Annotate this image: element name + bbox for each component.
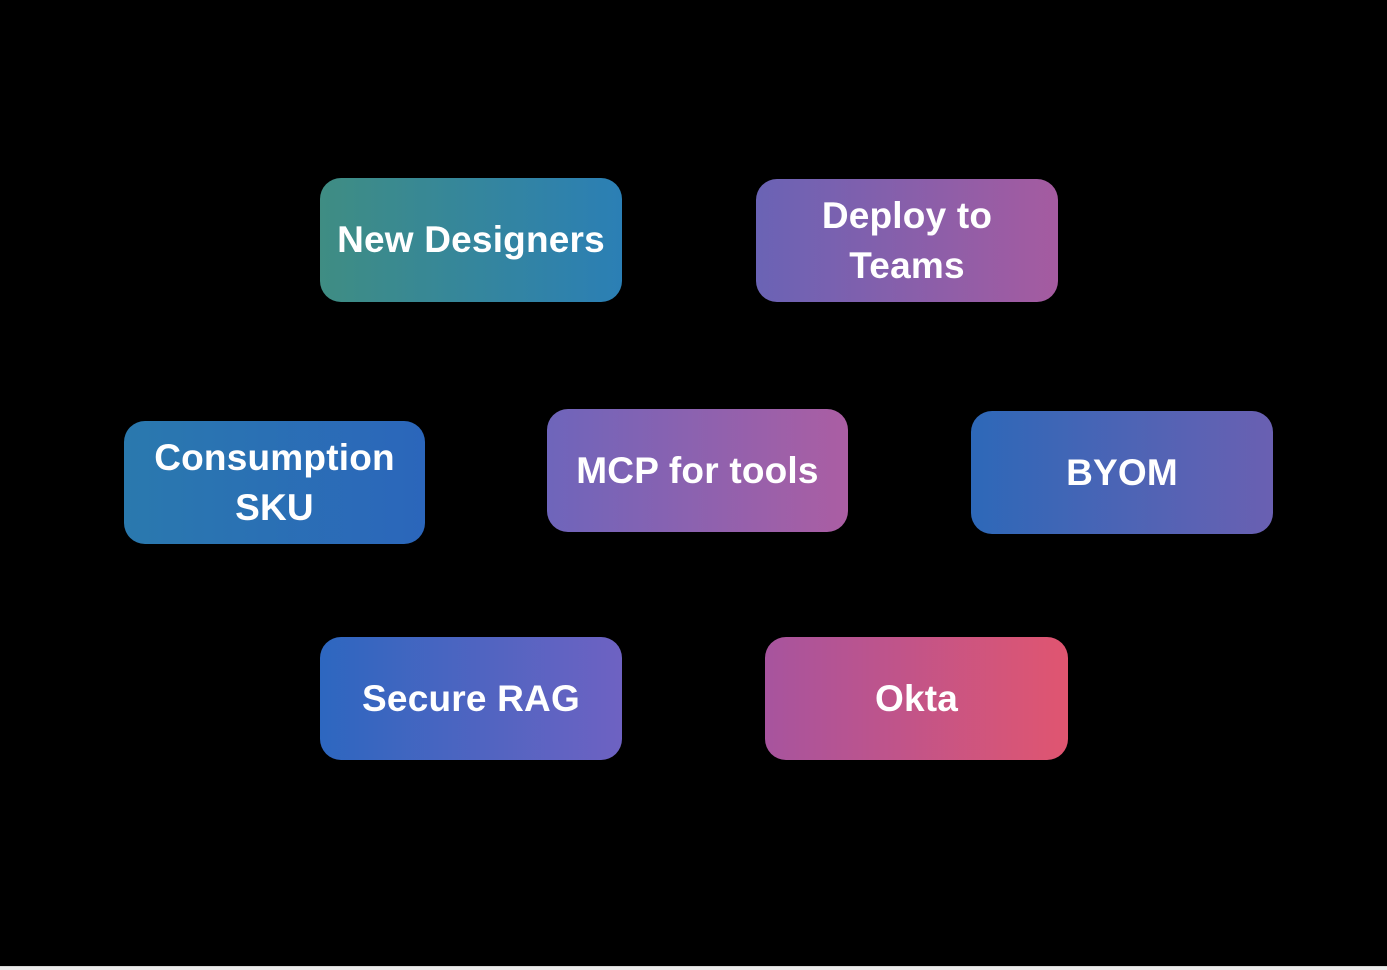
card-label: MCP for tools	[576, 449, 819, 491]
card-consumption-sku[interactable]: Consumption SKU	[124, 421, 425, 544]
card-label: Consumption SKU	[154, 436, 395, 528]
card-label: BYOM	[1066, 451, 1178, 493]
bottom-edge-strip	[0, 966, 1387, 970]
card-label: Okta	[874, 677, 959, 719]
card-byom[interactable]: BYOM	[971, 411, 1273, 534]
card-okta[interactable]: Okta	[765, 637, 1068, 760]
card-secure-rag[interactable]: Secure RAG	[320, 637, 622, 760]
card-deploy-to-teams[interactable]: Deploy to Teams	[756, 179, 1058, 302]
card-label: Secure RAG	[362, 677, 580, 719]
card-label: Deploy to Teams	[821, 194, 993, 286]
card-mcp-for-tools[interactable]: MCP for tools	[547, 409, 848, 532]
card-label: New Designers	[337, 219, 605, 261]
card-new-designers[interactable]: New Designers	[320, 178, 622, 302]
